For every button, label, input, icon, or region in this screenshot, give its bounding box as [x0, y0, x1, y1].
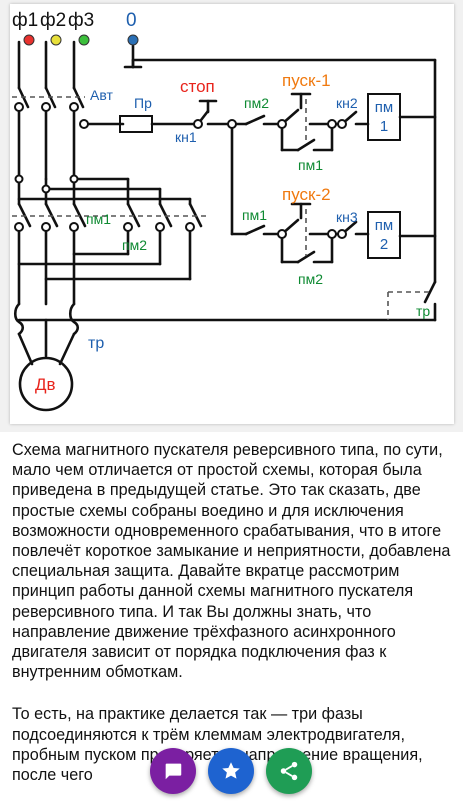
- share-icon: [280, 761, 298, 781]
- label-neutral: 0: [126, 10, 137, 31]
- label-breaker: Авт: [90, 87, 113, 103]
- diagram-area: ф1 ф2 ф3 0 Авт Пр стоп кн1 пм 2 пуск-1 кн…: [0, 0, 463, 432]
- label-tr-right: тр: [416, 303, 430, 319]
- label-tr-left: тр: [88, 335, 104, 352]
- coil-pm2-line2: 2: [380, 236, 388, 253]
- label-phase3: ф3: [68, 10, 94, 31]
- label-kn1: кн1: [175, 129, 197, 145]
- label-kn2: кн2: [336, 95, 358, 111]
- star-icon: [222, 762, 240, 779]
- label-pm1-hold: пм1: [298, 157, 323, 173]
- label-pm2-nc-top: пм2: [244, 95, 269, 111]
- chat-button[interactable]: [150, 748, 196, 794]
- phase1-indicator: [23, 34, 35, 46]
- coil-pm1-label: пм 1: [375, 99, 393, 135]
- phase3-indicator: [78, 34, 90, 46]
- chat-icon: [165, 763, 182, 780]
- label-pm1-main: пм1: [86, 211, 111, 227]
- reversing-starter-schematic: ф1 ф2 ф3 0 Авт Пр стоп кн1 пм 2 пуск-1 кн…: [12, 10, 437, 412]
- label-start2: пуск-2: [282, 185, 331, 204]
- label-kn3: кн3: [336, 209, 358, 225]
- coil-pm2-line1: пм: [375, 217, 393, 234]
- label-phase1: ф1: [12, 10, 38, 31]
- schematic-card: ф1 ф2 ф3 0 Авт Пр стоп кн1 пм 2 пуск-1 кн…: [10, 4, 454, 424]
- share-button[interactable]: [266, 748, 312, 794]
- coil-pm1-line1: пм: [375, 99, 393, 116]
- phase2-indicator: [50, 34, 62, 46]
- article-paragraph-1: Схема магнитного пускателя реверсивного …: [12, 441, 451, 682]
- label-motor: Дв: [35, 375, 56, 394]
- label-stop: стоп: [180, 77, 215, 96]
- coil-pm1-line2: 1: [380, 118, 388, 135]
- label-pm2-hold: пм2: [298, 271, 323, 287]
- label-fuse: Пр: [134, 95, 152, 111]
- article-body: Схема магнитного пускателя реверсивного …: [12, 440, 452, 807]
- favorite-button[interactable]: [208, 748, 254, 794]
- neutral-indicator: [127, 34, 139, 46]
- coil-pm2-label: пм 2: [375, 217, 393, 253]
- label-pm2-main: пм2: [122, 237, 147, 253]
- label-start1: пуск-1: [282, 71, 331, 90]
- label-phase2: ф2: [40, 10, 66, 31]
- article-paragraph-2: То есть, на практике делается так — три …: [12, 705, 423, 785]
- label-pm1-nc-bottom: пм1: [242, 207, 267, 223]
